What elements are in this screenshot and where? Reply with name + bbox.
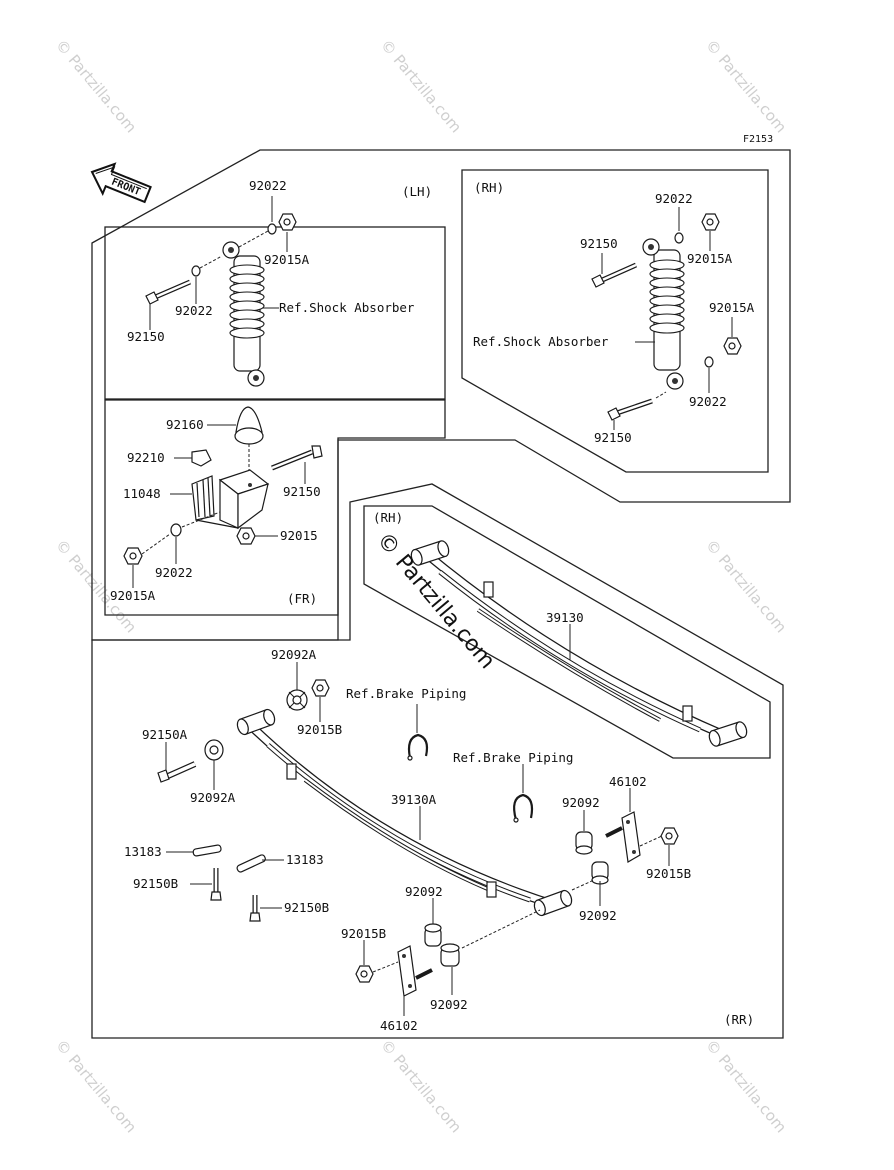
watermark-7: © Partzilla.com — [377, 1036, 465, 1136]
watermark-2: © Partzilla.com — [377, 36, 465, 136]
fr-bump-stop-92160 — [234, 406, 264, 478]
rr-bolt-92150b-right-icon — [249, 895, 261, 922]
lh-bolt-92150-icon — [145, 255, 223, 305]
watermark-6: © Partzilla.com — [52, 1036, 140, 1136]
rr-plate-13183-right — [236, 854, 266, 873]
label-rh-92015a-top: 92015A — [687, 251, 733, 266]
label-rh-92150-top: 92150 — [580, 236, 618, 251]
label-fr-11048: 11048 — [123, 486, 161, 501]
label-rr-92015b-left: 92015B — [341, 926, 386, 941]
label-fr-92210: 92210 — [127, 450, 165, 465]
label-rh-92150-low: 92150 — [594, 430, 632, 445]
section-rh-spring: (RH) — [373, 510, 403, 525]
rr-bolt-92150a-icon — [157, 761, 197, 783]
label-fr-92160: 92160 — [166, 417, 204, 432]
rh-nut-92015a-mid-icon — [723, 337, 742, 355]
section-rh-shock: (RH) — [474, 180, 504, 195]
rr-brake-piping-clamp-2 — [513, 793, 534, 823]
fr-nut-92015-icon — [236, 527, 256, 545]
rh-bolt-92150-low-icon — [607, 391, 667, 421]
label-rr-92092a-low: 92092A — [190, 790, 236, 805]
lh-washer-92022-low — [191, 265, 201, 277]
label-rr-46102-top: 46102 — [609, 774, 647, 789]
rr-leaf-spring-39130a — [236, 708, 573, 917]
label-fr-92022: 92022 — [155, 565, 193, 580]
label-rr-92092-top: 92092 — [562, 795, 600, 810]
label-rr-ref-brake-2: Ref.Brake Piping — [453, 750, 573, 765]
label-lh-92015a: 92015A — [264, 252, 310, 267]
watermark-3: © Partzilla.com — [702, 36, 790, 136]
frame-rear-group — [91, 483, 784, 1039]
watermark-5: © Partzilla.com — [702, 536, 790, 636]
label-rr-92092-bottom: 92092 — [430, 997, 468, 1012]
label-rr-92092-right: 92092 — [579, 908, 617, 923]
lh-shock-absorber — [222, 241, 265, 387]
fr-washer-92022 — [170, 511, 221, 537]
rr-bushing-92092-mid — [424, 923, 442, 947]
rr-brake-piping-clamp-1 — [407, 733, 429, 761]
label-rr-92015b-top: 92015B — [297, 722, 342, 737]
watermark-8: © Partzilla.com — [702, 1036, 790, 1136]
front-arrow-icon: FRONT — [90, 162, 152, 204]
label-rr-92092a-top: 92092A — [271, 647, 317, 662]
rr-bushing-92092-bottom — [440, 909, 541, 967]
rr-bushing-92092a-top — [286, 689, 308, 711]
lh-washer-92022-top — [238, 223, 277, 248]
fr-bolt-92150-icon — [271, 445, 323, 471]
section-fr: (FR) — [287, 591, 317, 606]
watermark-1: © Partzilla.com — [52, 36, 140, 136]
fr-bracket-11048 — [191, 469, 270, 530]
label-rr-ref-brake-1: Ref.Brake Piping — [346, 686, 466, 701]
rh-washer-92022-top — [674, 232, 684, 244]
label-lh-ref-shock: Ref.Shock Absorber — [279, 300, 415, 315]
label-rr-13183-right: 13183 — [286, 852, 324, 867]
frame-rh-spring — [363, 505, 771, 759]
rh-shock-absorber — [642, 238, 685, 390]
label-rh-92015a-mid: 92015A — [709, 300, 755, 315]
fr-nut-92015a-icon — [123, 533, 171, 565]
label-lh-92022-low: 92022 — [175, 303, 213, 318]
label-rhs-39130: 39130 — [546, 610, 584, 625]
section-lh: (LH) — [402, 184, 432, 199]
rr-bushing-92092-top — [575, 831, 593, 855]
lh-nut-92015a-icon — [278, 213, 297, 231]
rr-bushing-92092-right — [571, 861, 609, 891]
label-rr-92150b-right: 92150B — [284, 900, 329, 915]
rr-nut-92015b-top-icon — [311, 679, 330, 697]
rr-shackle-46102-top — [605, 811, 665, 863]
label-fr-92015a: 92015A — [110, 588, 156, 603]
rh-leaf-spring-39130 — [410, 540, 748, 747]
rh-nut-92015a-top-icon — [701, 213, 720, 231]
rr-plate-13183-left — [192, 844, 222, 857]
label-rh-92022-low: 92022 — [689, 394, 727, 409]
rh-bolt-92150-top-icon — [591, 262, 638, 288]
label-rr-92015b-right: 92015B — [646, 866, 691, 881]
label-rr-39130a: 39130A — [391, 792, 437, 807]
label-lh-92150: 92150 — [127, 329, 165, 344]
label-rh-ref-shock: Ref.Shock Absorber — [473, 334, 609, 349]
label-rh-92022-top: 92022 — [655, 191, 693, 206]
section-rr: (RR) — [724, 1012, 754, 1027]
rr-shackle-46102-bottom — [397, 945, 433, 997]
fr-clip-92210 — [191, 449, 212, 467]
rr-bushing-92092a-low — [204, 739, 224, 761]
label-fr-92015: 92015 — [280, 528, 318, 543]
rr-bolt-92150b-left-icon — [210, 868, 222, 901]
frame-rh-shock — [461, 169, 769, 473]
rr-nut-92015b-right-icon — [660, 827, 679, 845]
frame-fr-bracket — [104, 399, 446, 616]
rh-washer-92022-low — [704, 356, 714, 368]
label-rr-13183-left: 13183 — [124, 844, 162, 859]
rr-nut-92015b-left-icon — [355, 961, 399, 983]
diagram-id: F2153 — [743, 134, 773, 145]
label-fr-92150: 92150 — [283, 484, 321, 499]
label-rr-92150b-left: 92150B — [133, 876, 178, 891]
label-rr-92092-mid: 92092 — [405, 884, 443, 899]
label-rr-46102-bottom: 46102 — [380, 1018, 418, 1033]
label-rr-92150a: 92150A — [142, 727, 188, 742]
label-lh-92022-top: 92022 — [249, 178, 287, 193]
